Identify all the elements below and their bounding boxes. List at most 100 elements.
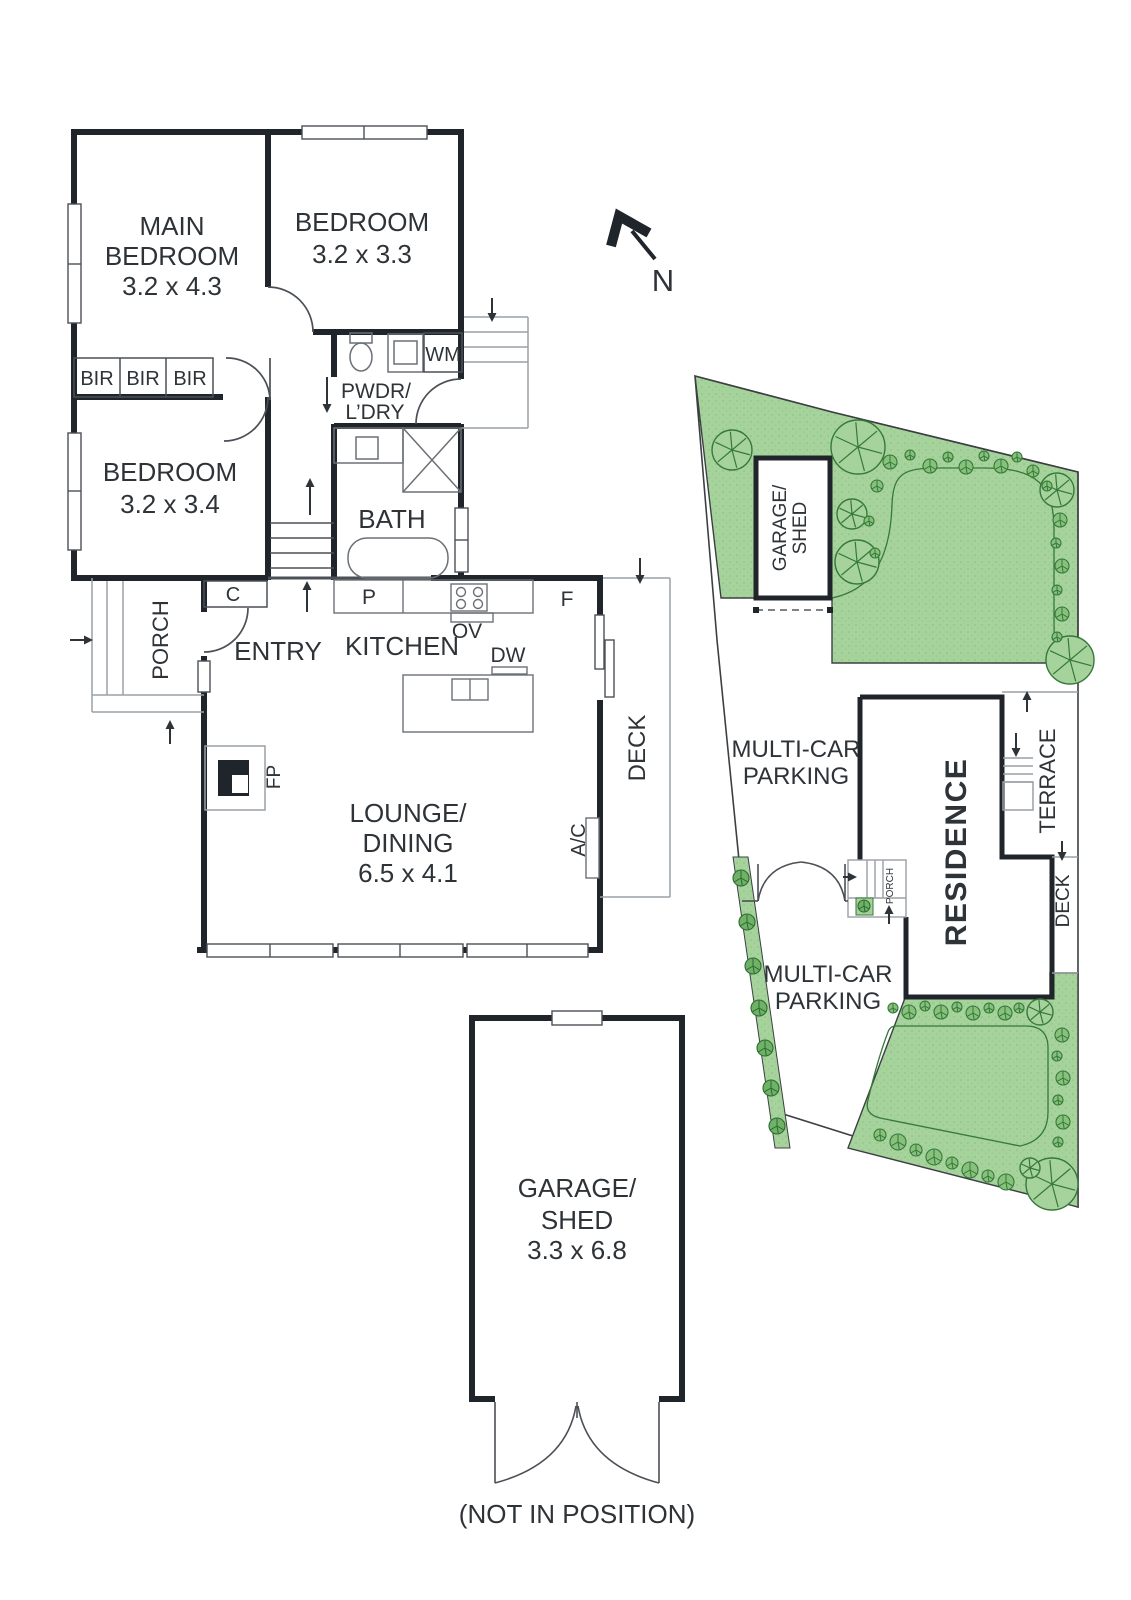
shrub-icon — [983, 1002, 995, 1014]
site-garage-label-1: GARAGE/ — [770, 484, 791, 571]
shrub-icon — [1026, 464, 1040, 478]
deck-outline — [600, 577, 671, 898]
bir-label-3: BIR — [173, 368, 206, 390]
arrow-icon — [843, 872, 857, 882]
room-label-main-bedroom-2: BEDROOM — [105, 241, 239, 271]
shrub-icon — [1052, 1136, 1064, 1148]
back-steps — [461, 316, 529, 429]
tree-icon — [1019, 1157, 1041, 1179]
bir-label-1: BIR — [80, 368, 113, 390]
room-label-lounge-1: LOUNGE/ — [349, 798, 467, 828]
tree-icon — [756, 1039, 774, 1057]
shrub-icon — [961, 1161, 979, 1179]
room-label-main-bedroom-1: MAIN — [140, 211, 205, 241]
shrub-icon — [873, 1128, 887, 1142]
tree-icon — [857, 899, 871, 913]
shrub-icon — [1051, 631, 1063, 643]
bir-robes — [73, 357, 214, 398]
arrow-icon — [302, 581, 312, 612]
shrub-icon — [1011, 451, 1023, 463]
arrow-icon — [487, 298, 497, 322]
shrub-icon — [997, 1005, 1013, 1021]
entry-cupboard — [203, 580, 268, 608]
shrub-icon — [958, 459, 974, 475]
shrub-icon — [978, 450, 990, 462]
shrub-icon — [919, 1000, 931, 1012]
shrub-icon — [870, 479, 884, 493]
dash-end-dot — [753, 607, 759, 613]
dash-end-dot — [827, 607, 833, 613]
label-fridge: F — [561, 588, 574, 611]
room-label-deck: DECK — [624, 715, 651, 782]
bir-label-2: BIR — [126, 368, 159, 390]
fireplace — [204, 745, 266, 811]
shower — [402, 427, 462, 493]
shrub-icon — [1051, 584, 1063, 596]
shrub-icon — [1041, 480, 1053, 492]
site-parking-bottom-label-1: MULTI-CAR — [764, 961, 893, 988]
shrub-icon — [945, 1156, 959, 1170]
shrub-icon — [993, 458, 1009, 474]
site-terrace-label: TERRACE — [1035, 728, 1060, 833]
tree-icon — [738, 913, 756, 931]
arrow-icon — [884, 905, 894, 924]
arrow-icon — [1011, 733, 1021, 757]
room-dims-main-bedroom: 3.2 x 4.3 — [122, 271, 222, 301]
label-ac: A/C — [568, 823, 590, 856]
room-label-lounge-2: DINING — [363, 828, 454, 858]
site-plan: GARAGE/ SHED RESIDENCE TERRACE DECK PORC… — [694, 374, 1095, 1211]
garage-window — [551, 1010, 603, 1026]
room-label-pwdr-2: L’DRY — [345, 401, 404, 424]
washing-machine — [423, 332, 463, 373]
site-parking-top-label-1: MULTI-CAR — [732, 736, 861, 763]
room-label-bath: BATH — [358, 504, 425, 534]
shrub-icon — [887, 1002, 899, 1014]
shrub-icon — [922, 458, 938, 474]
tree-icon — [768, 1117, 786, 1135]
garage-dims: 3.3 x 6.8 — [527, 1235, 627, 1265]
north-label: N — [652, 263, 674, 298]
shrub-icon — [1055, 1070, 1071, 1086]
shrub-icon — [869, 547, 881, 559]
site-garden-top — [694, 375, 1079, 664]
shrub-icon — [1055, 1114, 1071, 1130]
room-dims-bedroom3: 3.2 x 3.4 — [120, 489, 220, 519]
ac-unit — [585, 817, 600, 879]
tree-icon — [744, 957, 762, 975]
shrub-icon — [882, 454, 898, 470]
arrow-icon — [1057, 841, 1067, 861]
tree-icon — [711, 429, 753, 471]
label-fireplace: FP — [264, 765, 285, 789]
label-dishwasher: DW — [491, 644, 526, 667]
tree-icon — [830, 419, 886, 475]
kitchen-island — [402, 666, 534, 733]
bathtub — [347, 537, 449, 579]
arrow-icon — [635, 558, 645, 584]
site-garage-label-2: SHED — [790, 502, 811, 555]
site-porch-label: PORCH — [885, 868, 896, 904]
garage-label-1: GARAGE/ — [518, 1173, 637, 1203]
shrub-icon — [901, 1004, 917, 1020]
arrow-icon — [322, 377, 332, 413]
shrub-icon — [997, 1173, 1015, 1191]
washing-machine-label: WM — [425, 344, 461, 366]
room-label-bedroom3: BEDROOM — [103, 457, 237, 487]
shrub-icon — [863, 515, 875, 527]
door-arcs — [203, 286, 462, 653]
shrub-icon — [889, 1133, 907, 1151]
site-terrace — [1002, 691, 1078, 858]
shrub-icon — [1052, 1094, 1064, 1106]
shrub-icon — [904, 449, 916, 461]
site-parking-bottom-label-2: PARKING — [775, 988, 881, 1015]
room-label-porch: PORCH — [148, 600, 173, 679]
arrow-icon — [305, 478, 315, 515]
site-porch — [847, 859, 907, 918]
shrub-icon — [909, 1143, 923, 1157]
shrub-icon — [1054, 558, 1070, 574]
site-trees — [711, 419, 1095, 1211]
room-label-kitchen: KITCHEN — [345, 631, 459, 661]
windows — [67, 125, 589, 958]
tree-icon — [836, 498, 868, 530]
tree-icon — [750, 999, 768, 1017]
